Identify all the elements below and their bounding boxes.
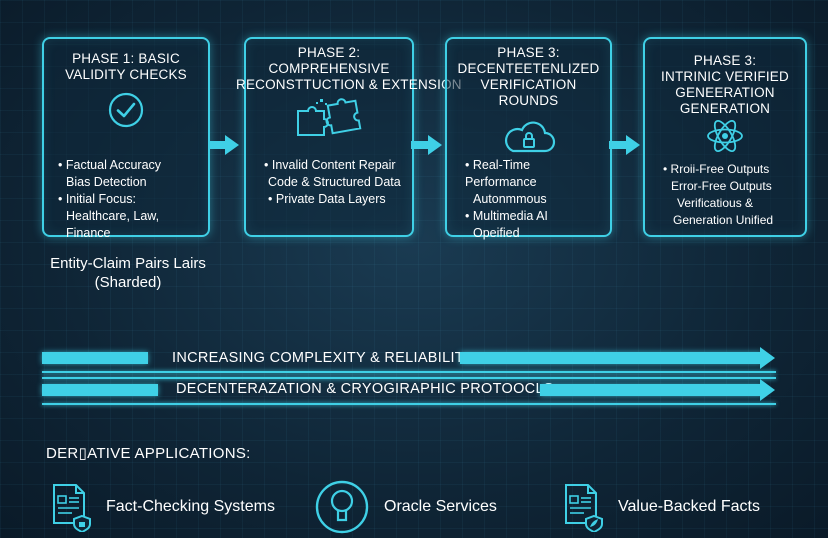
arrow-head-icon: [760, 347, 775, 369]
bullet-item: Code & Structured Data: [268, 175, 401, 189]
phase-1-title-line-2: VALIDITY CHECKS: [65, 67, 187, 82]
bullet-item: • Rroii-Free Outputs: [663, 162, 770, 176]
document-leaf-icon: [565, 484, 603, 532]
decentralization-bar: DECENTERAZATION & CRYOGIRAPHIC PROTOOCLS: [42, 376, 776, 405]
phase-4-bullets: • Rroii-Free Outputs Error-Free Outputs …: [663, 161, 799, 229]
entity-claim-line-1: Entity-Claim Pairs Lairs: [50, 255, 206, 272]
phase-3-title-line-1: PHASE 3:: [497, 45, 560, 60]
application-label: Fact-Checking Systems: [106, 498, 275, 515]
phase-4-card: PHASE 3: INTRINIC VERIFIED GENEERATION G…: [643, 37, 807, 237]
phase-4-title: PHASE 3: INTRINIC VERIFIED GENEERATION G…: [645, 53, 805, 117]
application-fact-checking: Fact-Checking Systems: [50, 480, 275, 534]
phase-1-title-line-1: PHASE 1: BASIC: [72, 51, 180, 66]
phase-4-title-line-2: INTRINIC VERIFIED: [661, 69, 789, 84]
complexity-bar-label: INCREASING COMPLEXITY & RELIABILITY: [172, 350, 474, 366]
phase-2-card: PHASE 2: COMPREHENSIVE RECONSTTUCTION & …: [236, 37, 462, 237]
bullet-item: Verificatious &: [677, 196, 754, 210]
document-shield-icon: [53, 484, 91, 532]
entity-claim-label: Entity-Claim Pairs Lairs (Sharded): [46, 254, 210, 292]
application-oracle-services: Oracle Services: [314, 480, 497, 534]
bullet-item: Healthcare, Law, Finance: [66, 209, 160, 240]
phase-4-title-line-4: GENERATION: [679, 101, 771, 116]
bullet-item: • Real-Time Performance: [465, 158, 537, 189]
bullet-item: Generation Unified: [673, 213, 774, 227]
bullet-item: Autonmmous: [473, 192, 547, 206]
decentralization-bar-label: DECENTERAZATION & CRYOGIRAPHIC PROTOOCLS: [176, 381, 554, 397]
bullet-item: Error-Free Outputs: [671, 179, 772, 193]
oracle-keyhole-icon: [315, 480, 369, 534]
bullet-item: • Multimedia AI: [465, 209, 548, 223]
bar-segment: [42, 384, 158, 396]
bullet-item: Bias Detection: [66, 175, 147, 189]
application-label: Value-Backed Facts: [618, 498, 760, 515]
bullet-item: • Private Data Layers: [268, 192, 386, 206]
phase-4-title-line-3: GENEERATION: [675, 85, 775, 100]
phase-2-title: PHASE 2: COMPREHENSIVE RECONSTTUCTION & …: [236, 45, 462, 93]
bar-line: [42, 377, 776, 379]
derivative-applications-title: DER▯ATIVE APPLICATIONS:: [46, 445, 251, 462]
arrow-right-icon: [609, 135, 640, 155]
bar-segment: [42, 352, 148, 364]
phase-2-title-line-2: COMPREHENSIVE: [268, 61, 390, 76]
phase-2-title-line-3: RECONSTTUCTION & EXTENSION: [236, 77, 462, 92]
phase-2-title-line-1: PHASE 2:: [297, 45, 361, 60]
phase-3-title-line-3: VERIFICATION ROUNDS: [480, 77, 577, 108]
application-value-backed-facts: Value-Backed Facts: [562, 480, 760, 534]
phase-1-card: PHASE 1: BASIC VALIDITY CHECKS • Factual…: [42, 37, 210, 240]
phase-3-title: PHASE 3: DECENTEETENLIZED VERIFICATION R…: [447, 45, 610, 109]
bar-segment: [460, 352, 762, 364]
entity-claim-line-2: (Sharded): [94, 274, 162, 291]
phase-1-bullets: • Factual Accuracy Bias Detection • Init…: [58, 157, 202, 242]
phase-3-bullets: • Real-Time Performance Autonmmous • Mul…: [465, 157, 604, 242]
cloud-lock-icon: [504, 121, 555, 153]
bullet-item: Opeified: [473, 226, 520, 240]
phase-1-title: PHASE 1: BASIC VALIDITY CHECKS: [44, 51, 208, 83]
phase-2-bullets: • Invalid Content Repair Code & Structur…: [264, 157, 406, 208]
puzzle-pieces-icon: [297, 98, 362, 136]
bullet-item: • Factual Accuracy: [58, 158, 162, 172]
complexity-bar: INCREASING COMPLEXITY & RELIABILITY: [42, 344, 776, 373]
arrow-head-icon: [760, 379, 775, 401]
phase-3-card: PHASE 3: DECENTEETENLIZED VERIFICATION R…: [445, 37, 612, 240]
phase-4-title-line-1: PHASE 3:: [693, 53, 757, 68]
bar-line: [42, 403, 776, 405]
bar-line: [42, 371, 776, 373]
bullet-item: • Invalid Content Repair: [264, 158, 396, 172]
arrow-right-icon: [411, 135, 442, 155]
application-label: Oracle Services: [384, 498, 497, 515]
phase-3-title-line-2: DECENTEETENLIZED: [457, 61, 600, 76]
atom-icon: [707, 120, 743, 152]
bar-segment: [540, 384, 762, 396]
arrow-right-icon: [208, 135, 239, 155]
checkmark-circle-icon: [108, 92, 144, 128]
bullet-item: • Initial Focus:: [58, 192, 137, 206]
